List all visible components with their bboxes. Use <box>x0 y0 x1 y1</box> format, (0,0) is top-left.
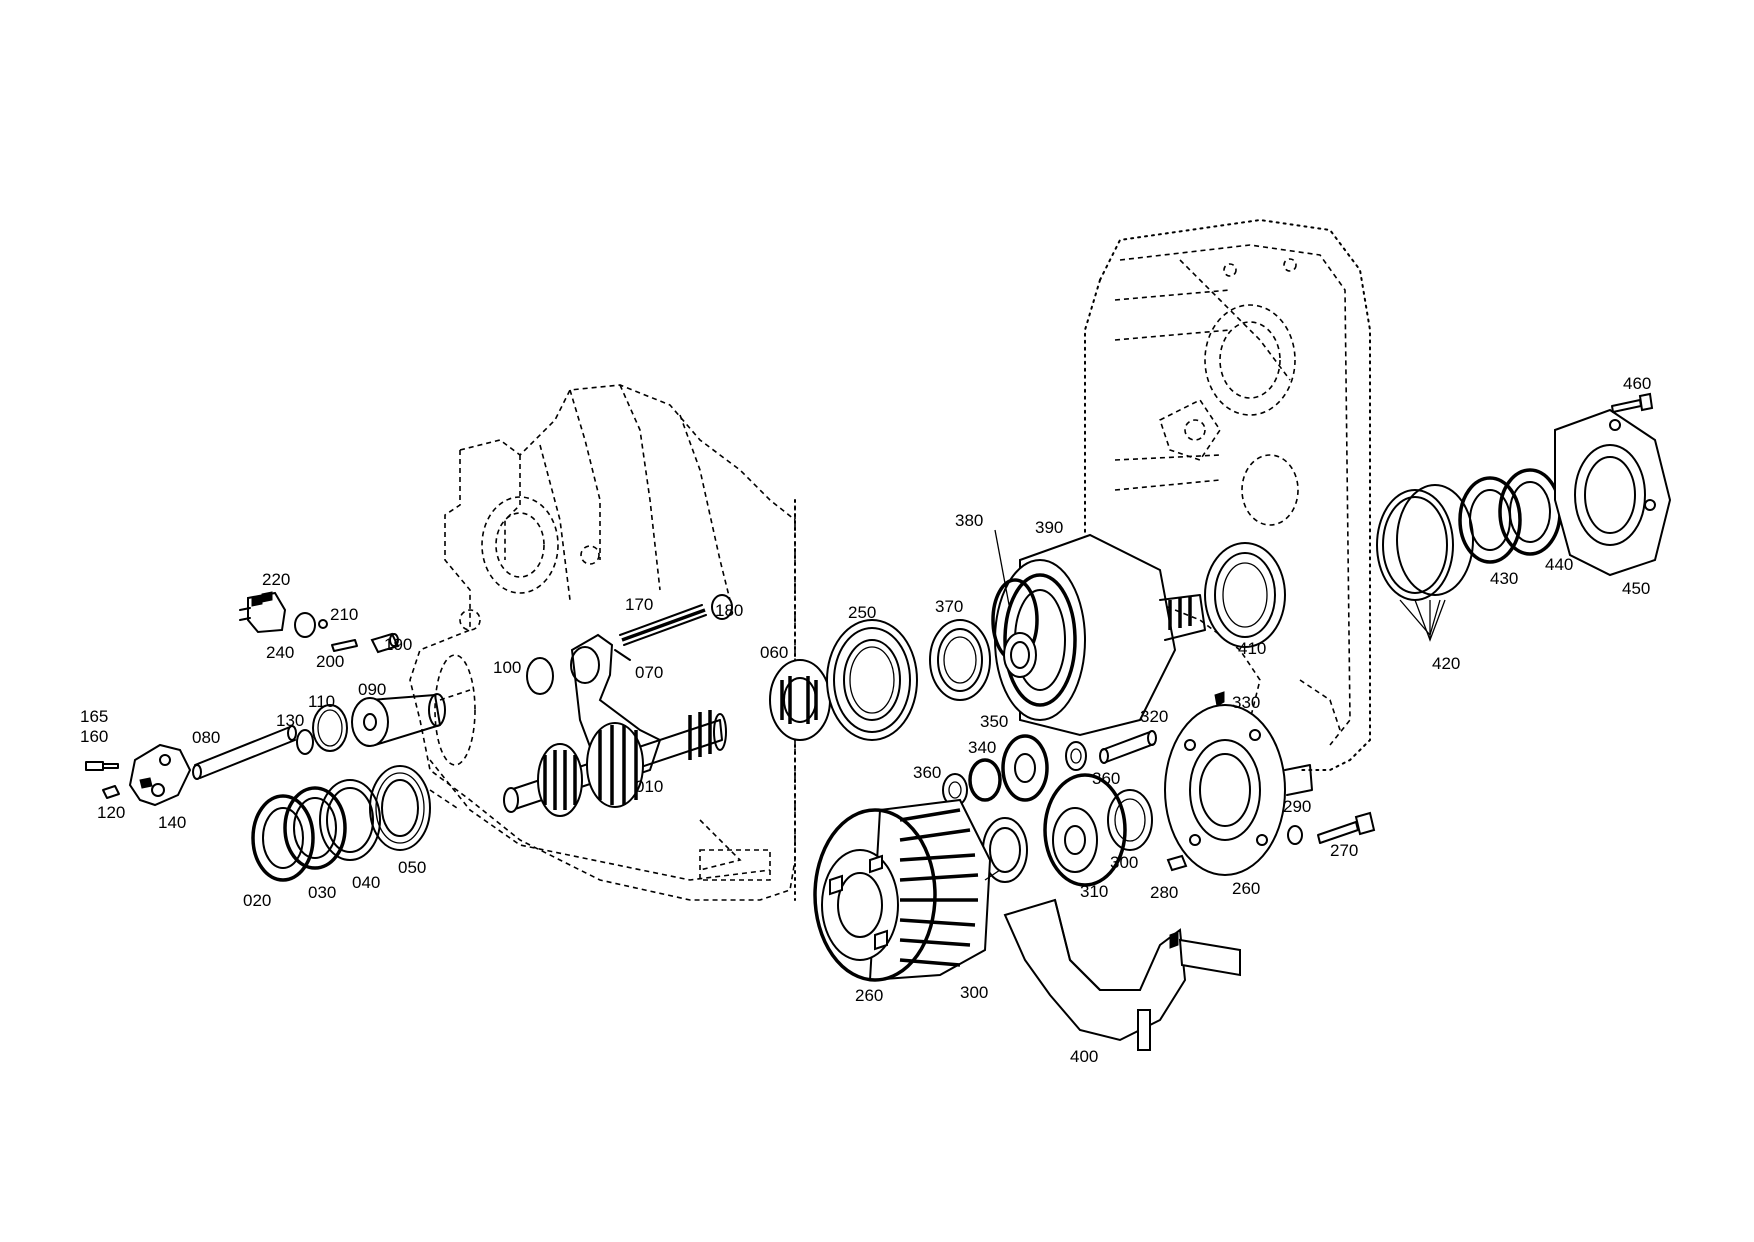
part-180-plug <box>711 594 733 620</box>
callout-100: 100 <box>493 658 521 677</box>
callout-080: 080 <box>192 728 220 747</box>
callout-070: 070 <box>635 663 663 682</box>
callout-270: 270 <box>1330 841 1358 860</box>
callout-340: 340 <box>968 738 996 757</box>
part-020-seal <box>251 794 315 882</box>
callout-010: 010 <box>635 777 663 796</box>
callout-300-upper: 300 <box>1110 853 1138 872</box>
part-330-key <box>1214 691 1225 707</box>
part-310-planet-gear <box>1043 773 1127 887</box>
callout-380: 380 <box>955 511 983 530</box>
part-190-bush <box>370 632 400 654</box>
callout-120: 120 <box>97 803 125 822</box>
callout-165: 165 <box>80 707 108 726</box>
callout-040: 040 <box>352 873 380 892</box>
callout-140: 140 <box>158 813 186 832</box>
part-420-shims <box>1376 484 1474 637</box>
callout-320: 320 <box>1140 707 1168 726</box>
callout-310: 310 <box>1080 882 1108 901</box>
part-260-gear-left <box>813 798 992 982</box>
callout-220: 220 <box>262 570 290 589</box>
left-transmission-housing <box>409 384 796 901</box>
part-270-screw <box>1317 811 1376 844</box>
part-440-seal <box>1498 468 1562 556</box>
callout-360-right: 360 <box>1092 769 1120 788</box>
callout-110: 110 <box>308 692 335 711</box>
part-210-ball <box>318 619 328 629</box>
part-120-plug <box>102 785 120 799</box>
callout-390: 390 <box>1035 518 1063 537</box>
callout-210: 210 <box>330 605 358 624</box>
part-110-oring <box>312 704 348 752</box>
part-090-piston <box>351 693 446 747</box>
part-400-oil-guide <box>1003 898 1241 1051</box>
part-410-bearing <box>1204 542 1286 648</box>
part-240-washer <box>294 612 316 638</box>
part-370-bearing <box>929 619 991 701</box>
part-170-spring <box>619 604 707 646</box>
callout-200: 200 <box>316 652 344 671</box>
part-280-pin <box>1166 854 1188 872</box>
part-160-screw <box>85 761 119 771</box>
part-340-pinion <box>968 734 1049 802</box>
callout-060: 060 <box>760 643 788 662</box>
callout-160: 160 <box>80 727 108 746</box>
callout-410: 410 <box>1238 639 1266 658</box>
part-080-rod <box>192 725 297 780</box>
callout-460: 460 <box>1623 374 1651 393</box>
part-030-ring <box>283 786 347 870</box>
leader-lines <box>984 529 1446 881</box>
callout-430: 430 <box>1490 569 1518 588</box>
callout-050: 050 <box>398 858 426 877</box>
callout-450: 450 <box>1622 579 1650 598</box>
callout-labels: 165 160 120 140 080 130 110 090 020 030 … <box>80 374 1651 1066</box>
callout-420: 420 <box>1432 654 1460 673</box>
callout-350: 350 <box>980 712 1008 731</box>
part-300-washer-lower <box>982 817 1028 883</box>
callout-030: 030 <box>308 883 336 902</box>
callout-300-lower: 300 <box>960 983 988 1002</box>
callout-370: 370 <box>935 597 963 616</box>
part-060-sleeve <box>769 659 831 741</box>
part-300-washer-upper <box>1107 789 1153 851</box>
part-250-bearing <box>826 619 918 741</box>
part-140-cover <box>128 743 192 807</box>
part-220-switch <box>239 591 287 634</box>
part-260-carrier-right <box>1164 704 1313 876</box>
callout-440: 440 <box>1545 555 1573 574</box>
part-290-washer <box>1287 825 1303 845</box>
callout-130: 130 <box>276 711 304 730</box>
callout-260-right: 260 <box>1232 879 1260 898</box>
callout-170: 170 <box>625 595 653 614</box>
callout-250: 250 <box>848 603 876 622</box>
callout-240: 240 <box>266 643 294 662</box>
callout-360-left: 360 <box>913 763 941 782</box>
callout-280: 280 <box>1150 883 1178 902</box>
part-010-mainshaft <box>503 710 727 817</box>
part-350-bush <box>1003 632 1037 678</box>
part-130-ring <box>296 729 314 755</box>
callout-330: 330 <box>1232 693 1260 712</box>
part-100-ring <box>526 657 554 695</box>
part-040-ring <box>319 779 381 861</box>
part-460-screw <box>1611 392 1654 413</box>
callout-090: 090 <box>358 680 386 699</box>
part-320-pin <box>1099 730 1157 764</box>
part-200-pin <box>331 639 358 652</box>
callout-260-left: 260 <box>855 986 883 1005</box>
callout-190: 190 <box>384 635 412 654</box>
part-050-bearing <box>369 765 431 851</box>
part-450-cover <box>1554 408 1672 577</box>
callout-180: 180 <box>715 601 743 620</box>
callout-400: 400 <box>1070 1047 1098 1066</box>
callout-290: 290 <box>1283 797 1311 816</box>
part-360-washer-right <box>1065 741 1087 771</box>
callout-020: 020 <box>243 891 271 910</box>
